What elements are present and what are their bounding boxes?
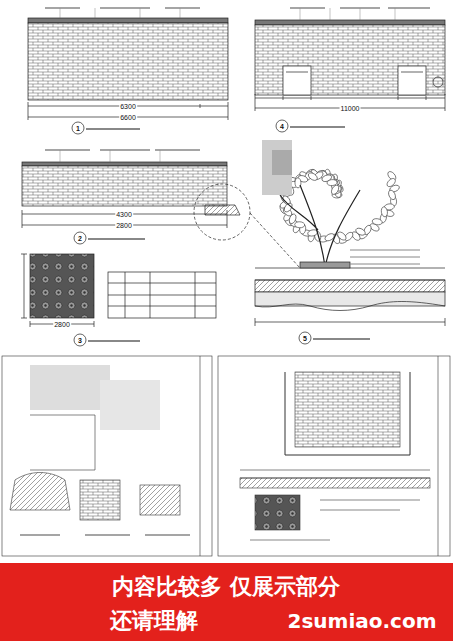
dimension: 2800 (115, 222, 133, 229)
callout-number: 1 (75, 125, 81, 132)
dimension: 11000 (340, 105, 361, 112)
watermark: 2sumiao.com (286, 611, 437, 631)
callout-number: 2 (77, 235, 83, 242)
tree-section-5 (194, 140, 445, 344)
detail-sheets (2, 356, 450, 556)
callout-number: 4 (279, 123, 285, 130)
elevation-1 (28, 8, 228, 134)
elevation-4 (255, 8, 445, 132)
callout-number: 5 (302, 335, 308, 342)
dimension: 2800 (53, 321, 71, 328)
dimension: 4300 (115, 211, 133, 218)
banner-text: 还请理解 (110, 606, 198, 636)
paving-plan-3 (21, 254, 216, 346)
elevation-2 (22, 150, 227, 244)
dimension: 6600 (119, 114, 137, 121)
dimension: 6300 (119, 103, 137, 110)
banner-text: 内容比较多 仅展示部分 (112, 572, 340, 602)
callout-number: 3 (77, 337, 83, 344)
